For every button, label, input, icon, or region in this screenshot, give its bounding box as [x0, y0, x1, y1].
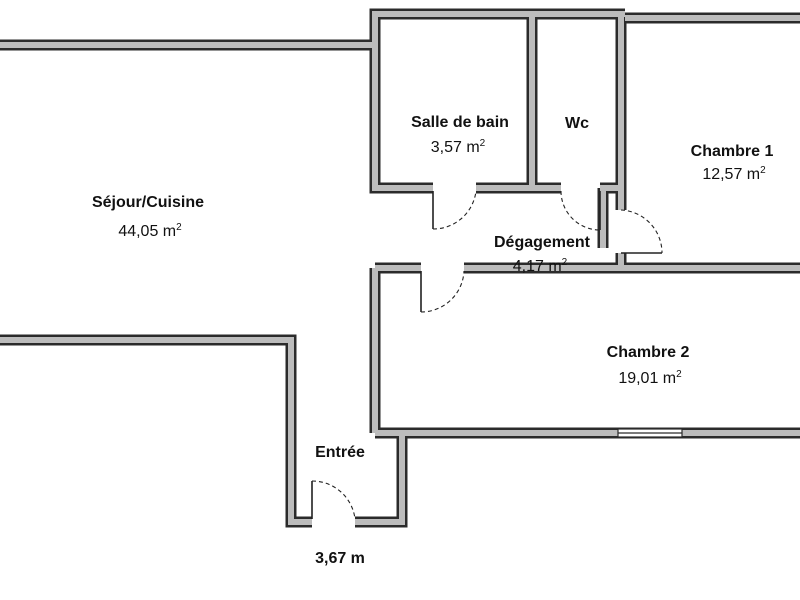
door-chambre-1-swing — [620, 209, 663, 254]
room-name-chambre-2: Chambre 2 — [607, 344, 690, 361]
room-name-entree: Entrée — [315, 444, 365, 461]
wall-sejour-bottom — [0, 334, 312, 528]
walls — [0, 8, 800, 528]
room-label-degagement: Dégagement 4,17 m2 — [494, 234, 591, 275]
room-label-chambre-2: Chambre 2 19,01 m2 — [607, 344, 690, 387]
room-name-chambre-1: Chambre 1 — [691, 143, 774, 160]
room-area-degagement: 4,17 m2 — [513, 257, 568, 275]
room-area-salle-de-bain: 3,57 m2 — [431, 138, 486, 156]
room-name-salle-de-bain: Salle de bain — [411, 114, 509, 131]
room-label-chambre-1: Chambre 1 12,57 m2 — [691, 143, 774, 183]
doors — [311, 190, 663, 520]
door-chambre-1 — [620, 209, 663, 254]
wall-sejour-bottom-fill — [0, 337, 312, 525]
wall-bath-left — [369, 14, 433, 194]
door-chambre-2 — [420, 270, 465, 313]
dimension-label: 3,67 m — [315, 550, 365, 567]
door-entree — [311, 480, 356, 520]
door-wc-swing — [560, 190, 601, 231]
door-entree-swing — [311, 480, 356, 520]
room-name-degagement: Dégagement — [494, 234, 591, 251]
door-salle-de-bain-swing — [432, 190, 477, 230]
door-chambre-2-swing — [420, 270, 465, 313]
door-salle-de-bain — [432, 190, 477, 230]
room-label-salle-de-bain: Salle de bain 3,57 m2 — [411, 114, 509, 156]
room-label-entree: Entrée — [315, 444, 365, 461]
door-wc — [560, 190, 601, 231]
windows — [617, 428, 683, 438]
room-area-chambre-2: 19,01 m2 — [618, 369, 682, 387]
room-name-wc: Wc — [565, 115, 589, 132]
wall-entree-right-fill — [355, 433, 405, 525]
room-area-chambre-1: 12,57 m2 — [702, 165, 766, 183]
room-area-sejour: 44,05 m2 — [118, 222, 182, 240]
room-label-wc: Wc — [565, 115, 589, 132]
room-label-sejour: Séjour/Cuisine 44,05 m2 — [92, 194, 204, 240]
wall-bath-left-fill — [372, 14, 433, 191]
room-name-sejour: Séjour/Cuisine — [92, 194, 204, 211]
